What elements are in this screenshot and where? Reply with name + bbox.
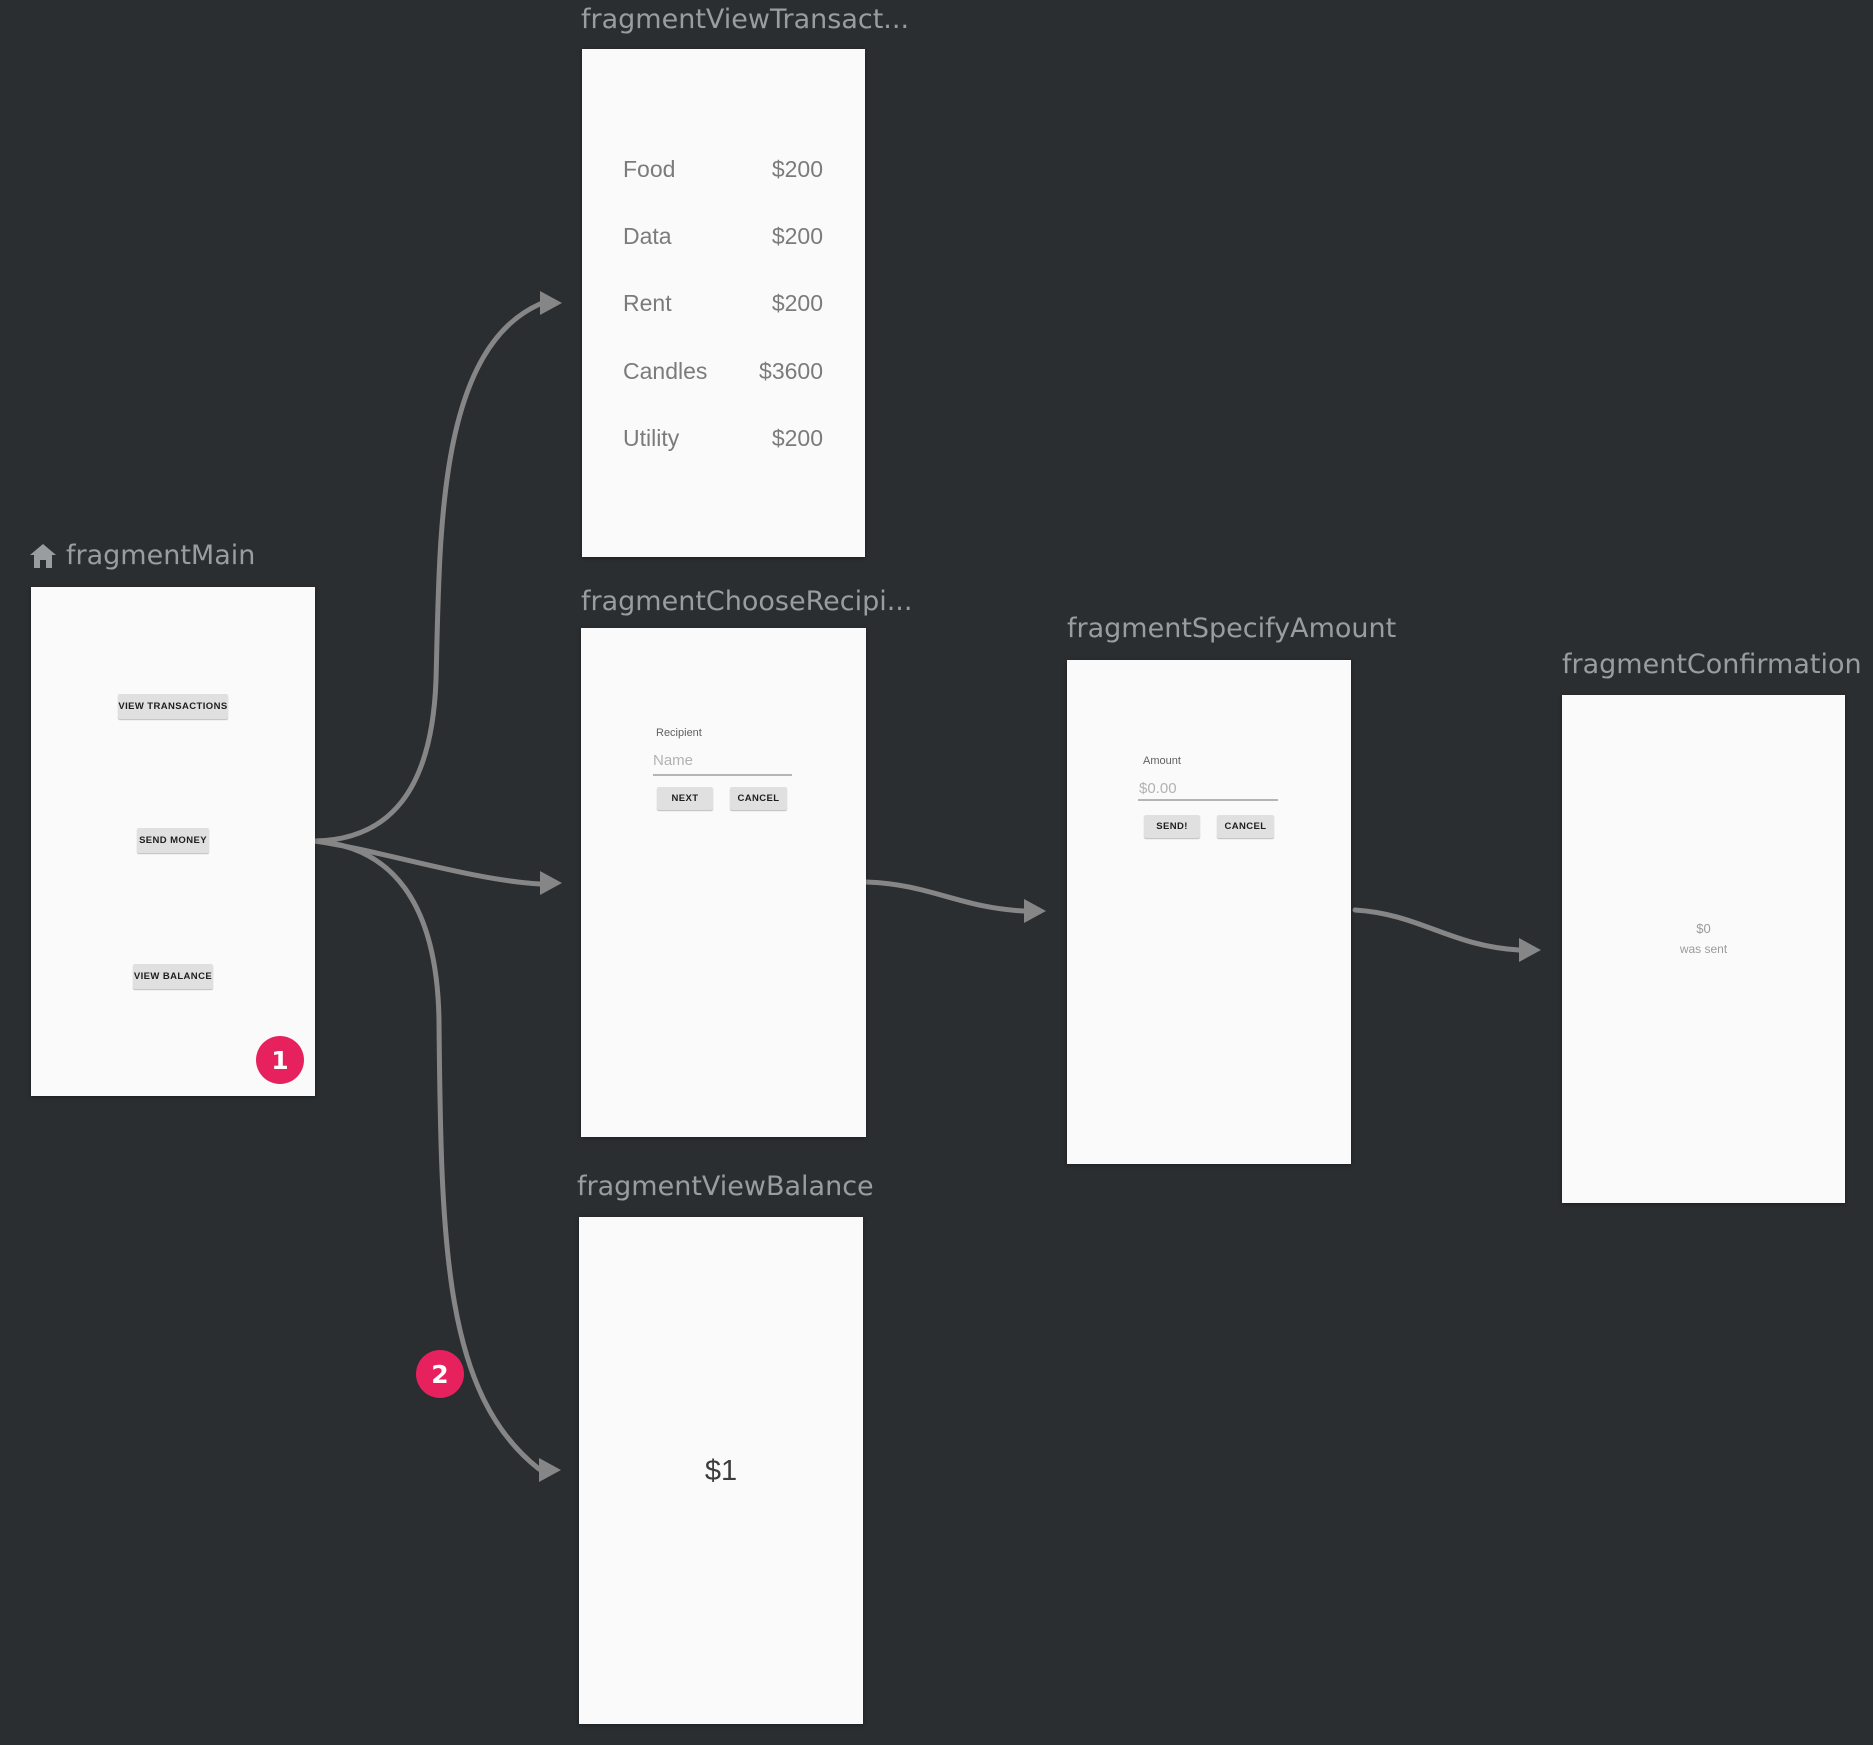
fragment-card-viewbalance[interactable]: $1 [579, 1217, 863, 1724]
step-badge-1: 1 [256, 1036, 304, 1084]
fragment-label-main[interactable]: fragmentMain [29, 540, 255, 571]
fragment-title-text: fragmentViewTransact... [581, 4, 910, 35]
fragment-title-text: fragmentMain [66, 540, 256, 571]
fragment-card-main[interactable]: VIEW TRANSACTIONS SEND MONEY VIEW BALANC… [31, 587, 315, 1096]
confirmation-amount: $0 [1696, 921, 1711, 936]
fragment-title-text: fragmentViewBalance [577, 1171, 874, 1202]
amount-field-label: Amount [1143, 755, 1181, 767]
arrowhead-specifyamount [1024, 899, 1046, 923]
view-transactions-button: VIEW TRANSACTIONS [118, 694, 228, 719]
confirmation-caption: was sent [1679, 942, 1728, 956]
transaction-amount: $200 [771, 289, 823, 316]
action-arrow-main-to-viewtransactions[interactable] [311, 301, 543, 844]
transaction-row: Data $200 [623, 222, 823, 250]
fragment-card-chooserecipient[interactable]: Recipient Name NEXT CANCEL [581, 628, 866, 1137]
send-button: SEND! [1144, 815, 1200, 838]
transaction-label: Data [623, 222, 672, 249]
transaction-amount: $200 [771, 424, 823, 451]
fragment-label-specifyamount[interactable]: fragmentSpecifyAmount [1067, 613, 1396, 644]
next-button: NEXT [657, 787, 713, 810]
input-underline [653, 774, 792, 776]
fragment-label-chooserecipient[interactable]: fragmentChooseRecipi... [581, 586, 912, 617]
arrowhead-viewtransactions [540, 291, 562, 315]
fragment-title-text: fragmentChooseRecipi... [581, 586, 913, 617]
transaction-row: Utility $200 [623, 424, 823, 452]
action-arrow-specifyamount-to-confirmation[interactable] [1352, 907, 1522, 953]
recipient-field-label: Recipient [656, 727, 702, 739]
transaction-amount: $200 [771, 222, 823, 249]
arrowhead-confirmation [1519, 938, 1541, 962]
fragment-title-text: fragmentConfirmation [1562, 649, 1862, 680]
fragment-card-confirmation[interactable]: $0 was sent [1562, 695, 1845, 1203]
transaction-amount: $3600 [759, 357, 823, 384]
cancel-button: CANCEL [730, 787, 787, 810]
step-badge-2: 2 [416, 1350, 464, 1398]
transaction-label: Food [623, 155, 676, 182]
recipient-name-input: Name [653, 752, 694, 769]
view-balance-button: VIEW BALANCE [133, 964, 213, 989]
fragment-card-specifyamount[interactable]: Amount $0.00 SEND! CANCEL [1067, 660, 1351, 1164]
action-arrow-chooserecipient-to-specifyamount[interactable] [863, 879, 1027, 914]
transaction-amount: $200 [771, 155, 823, 182]
arrowhead-chooserecipient [540, 871, 562, 895]
fragment-label-confirmation[interactable]: fragmentConfirmation [1562, 649, 1862, 680]
balance-value: $1 [704, 1455, 738, 1487]
transaction-row: Rent $200 [623, 289, 823, 317]
fragment-label-viewbalance[interactable]: fragmentViewBalance [577, 1171, 874, 1202]
transaction-label: Rent [623, 289, 672, 316]
amount-input: $0.00 [1139, 780, 1177, 797]
arrowhead-viewbalance [539, 1458, 561, 1482]
action-arrow-main-to-viewbalance[interactable] [311, 838, 542, 1472]
transaction-label: Utility [623, 424, 680, 451]
transaction-row: Candles $3600 [623, 357, 823, 385]
input-underline [1138, 799, 1278, 801]
home-icon [29, 543, 57, 569]
fragment-card-viewtransactions[interactable]: Food $200 Data $200 Rent $200 Candles $3… [582, 49, 865, 557]
cancel-button: CANCEL [1217, 815, 1274, 838]
send-money-button: SEND MONEY [137, 828, 209, 853]
fragment-title-text: fragmentSpecifyAmount [1067, 613, 1397, 644]
transaction-row: Food $200 [623, 155, 823, 183]
fragment-label-viewtransactions[interactable]: fragmentViewTransact... [581, 4, 909, 35]
transaction-label: Candles [623, 357, 708, 384]
